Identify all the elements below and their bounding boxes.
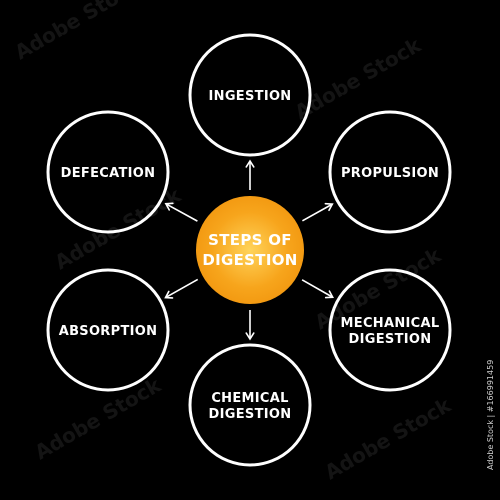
arrow-head [245, 159, 255, 168]
stock-id-text: Adobe Stock | #166991459 [486, 359, 495, 470]
center-label-line: STEPS OF [208, 231, 292, 249]
node-propulsion: PROPULSION [328, 110, 452, 234]
watermark-logo: Adobe Stock [291, 33, 426, 125]
node-label: DEFECATION [61, 166, 156, 181]
node-label-line: ABSORPTION [59, 324, 158, 339]
arrow-icon [301, 279, 334, 299]
arrow-head [245, 332, 255, 341]
watermark-logo: Adobe Stock [51, 183, 186, 275]
arrow-head [164, 202, 174, 211]
watermark-logo: Adobe Stock [321, 393, 456, 485]
node-circle [46, 110, 170, 234]
node-label-line: DIGESTION [209, 407, 292, 422]
node-defecation: DEFECATION [46, 110, 170, 234]
watermark-logo: Adobe Stock [31, 373, 166, 465]
arrow-shaft [165, 278, 199, 299]
node-label-line: PROPULSION [341, 166, 439, 181]
arrow-icon [164, 278, 199, 299]
arrow-head [324, 290, 334, 299]
node-circle [188, 343, 312, 467]
center-label-line: DIGESTION [202, 251, 297, 269]
arrow-icon [164, 202, 198, 222]
node-circle [328, 110, 452, 234]
node-label-line: CHEMICAL [211, 391, 288, 406]
arrow-icon [245, 159, 255, 190]
node-label: ABSORPTION [59, 324, 158, 339]
arrow-shaft [165, 203, 198, 222]
center-node: STEPS OF DIGESTION [196, 196, 304, 304]
arrow-head [324, 202, 334, 212]
arrow-icon [302, 202, 334, 222]
node-label: PROPULSION [341, 166, 439, 181]
node-label-line: INGESTION [209, 89, 292, 104]
node-circle [188, 33, 312, 157]
node-label: INGESTION [209, 89, 292, 104]
arrow-shaft [302, 203, 333, 222]
arrow-shaft [301, 279, 334, 298]
watermark-logo: Adobe Stock [11, 0, 146, 64]
node-label-line: DEFECATION [61, 166, 156, 181]
arrow-icon [245, 310, 255, 341]
connector-arrows [164, 159, 334, 341]
center-circle [196, 196, 304, 304]
node-ingestion: INGESTION [188, 33, 312, 157]
node-label-line: MECHANICAL [341, 316, 440, 331]
center-label: STEPS OF DIGESTION [202, 231, 297, 269]
node-circle [328, 268, 452, 392]
node-absorption: ABSORPTION [46, 268, 170, 392]
node-label-line: DIGESTION [349, 332, 432, 347]
node-circle [46, 268, 170, 392]
arrow-head [164, 290, 174, 299]
